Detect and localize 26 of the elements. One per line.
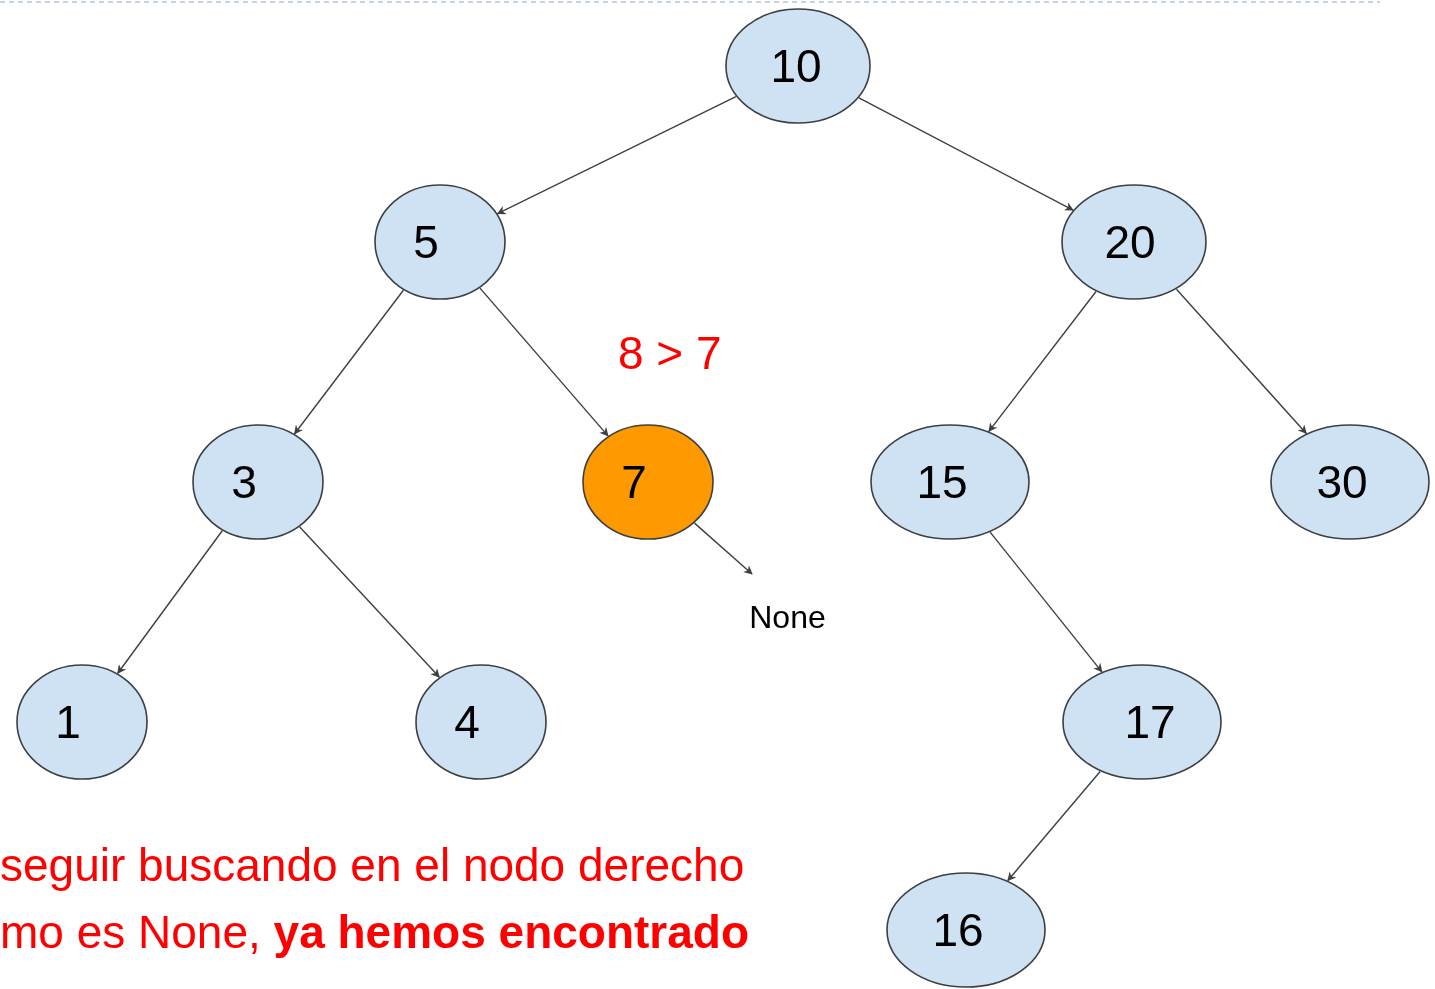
arrow	[989, 531, 1103, 673]
node-value: 17	[1124, 695, 1176, 749]
none-text: None	[740, 574, 835, 636]
arrow	[117, 530, 223, 674]
node-value: 10	[770, 39, 822, 93]
arrow	[1175, 288, 1307, 435]
node-value: 30	[1316, 455, 1368, 509]
node-value: 1	[55, 695, 81, 749]
arrow	[1007, 770, 1101, 882]
arrow	[496, 95, 737, 215]
arrow	[293, 289, 405, 435]
arrow	[693, 522, 753, 575]
node-value: 16	[932, 903, 984, 957]
comparison-note: 8 > 7	[618, 326, 722, 380]
explanation-text: seguir buscando en el nodo derecho	[0, 838, 745, 892]
node-value: 5	[413, 215, 439, 269]
node-value: 20	[1104, 215, 1156, 269]
explanation-text: mo es None, ya hemos encontrado	[0, 905, 750, 959]
arrow	[299, 526, 440, 678]
arrow	[858, 97, 1074, 211]
node-value: 15	[916, 455, 968, 509]
arrow	[479, 287, 609, 437]
node-value: 7	[621, 455, 647, 509]
node-value: 3	[231, 455, 257, 509]
arrow	[988, 290, 1097, 432]
node-value: 4	[454, 695, 480, 749]
